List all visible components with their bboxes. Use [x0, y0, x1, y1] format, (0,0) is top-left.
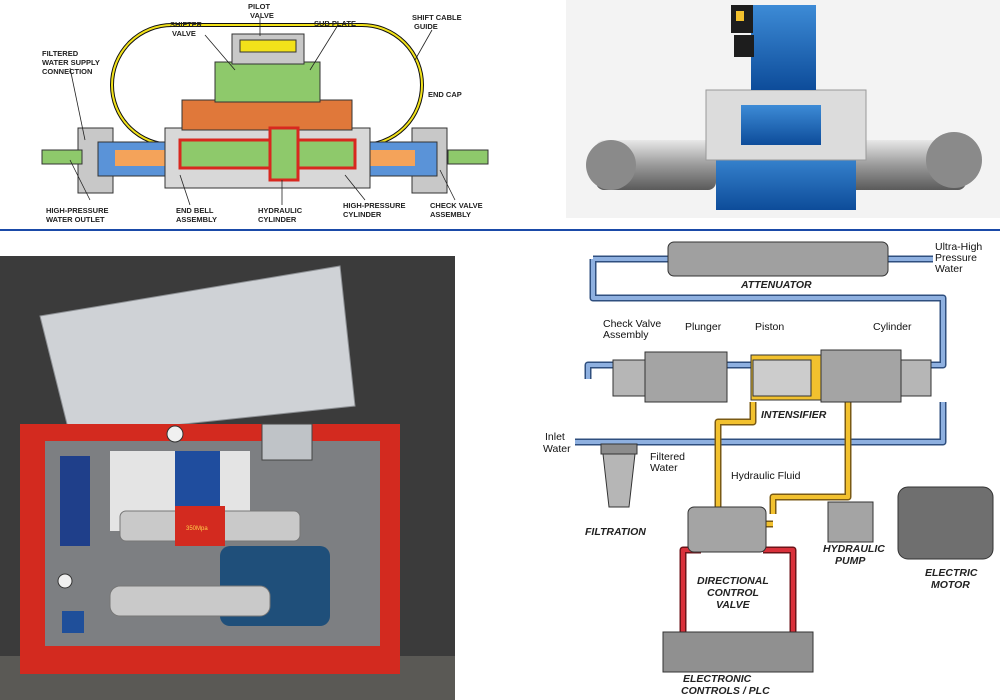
label-piston: Piston	[755, 321, 784, 333]
label-controls-2: CONTROLS / PLC	[681, 685, 770, 697]
label-hp-outlet-1: HIGH-PRESSURE	[46, 206, 109, 215]
label-filtered-1: FILTERED	[42, 49, 79, 58]
check-valve-right	[900, 359, 932, 397]
label-filtered-3: CONNECTION	[42, 67, 92, 76]
pressure-gauge	[166, 425, 184, 443]
filtration-cap	[600, 443, 638, 455]
cylinder-block	[820, 349, 902, 403]
flow-schematic-panel: ATTENUATOR Ultra-High Pressure Water Che…	[463, 232, 1000, 700]
end-cap-left	[586, 140, 636, 190]
label-filtered-2: WATER SUPPLY	[42, 58, 100, 67]
end-bell-assembly	[181, 99, 353, 131]
label-hydraulic-pump-2: PUMP	[835, 555, 866, 567]
piston	[752, 359, 812, 397]
label-electric-motor-1: ELECTRIC	[925, 567, 978, 579]
water-line	[575, 257, 945, 444]
solenoid-bottom	[734, 35, 754, 57]
label-dcv-2: CONTROL	[707, 587, 759, 599]
label-shifter-valve-1: SHIFTER	[170, 20, 203, 29]
label-end-bell-1: END BELL	[176, 206, 214, 215]
cutaway-diagram-panel: PILOT VALVE SHIFTER VALVE SUB PLATE SHIF…	[0, 0, 560, 228]
label-pilot-valve-1: PILOT	[248, 2, 271, 11]
label-check-valve-1: CHECK VALVE	[430, 201, 483, 210]
directional-control-valve	[687, 506, 767, 553]
label-check-valve-2: Assembly	[603, 329, 649, 341]
label-filtration: FILTRATION	[585, 526, 646, 538]
label-intensifier: INTENSIFIER	[761, 409, 827, 421]
label-check-valve-1: Check Valve	[603, 318, 661, 330]
label-plunger: Plunger	[685, 321, 722, 333]
label-sub-plate: SUB PLATE	[314, 19, 356, 28]
plunger-block	[644, 351, 728, 403]
electronic-controls-plc	[662, 631, 814, 673]
electric-motor	[897, 486, 994, 560]
attenuator	[109, 585, 271, 617]
label-shift-cable-2: GUIDE	[414, 22, 438, 31]
label-uhp-3: Water	[935, 263, 963, 275]
control-screen	[261, 423, 313, 461]
label-end-cap: END CAP	[428, 90, 462, 99]
label-uhp-1: Ultra-High	[935, 241, 982, 253]
check-valve-left	[612, 359, 646, 397]
label-filtered-1: Filtered	[650, 451, 685, 463]
label-cylinder: Cylinder	[873, 321, 912, 333]
label-end-bell-2: ASSEMBLY	[176, 215, 217, 224]
label-inlet-2: Water	[543, 443, 571, 455]
directional-valve	[741, 105, 821, 145]
label-hydraulic-cylinder-2: CYLINDER	[258, 215, 297, 224]
intensifier-photo	[566, 0, 1000, 218]
flow-schematic: ATTENUATOR Ultra-High Pressure Water Che…	[543, 241, 994, 697]
hp-plunger-left	[115, 150, 175, 166]
water-filter	[60, 456, 90, 546]
filtration-unit	[602, 453, 636, 508]
label-hydraulic-fluid: Hydraulic Fluid	[731, 470, 801, 482]
label-shift-cable-1: SHIFT CABLE	[412, 13, 462, 22]
label-check-valve-2: ASSEMBLY	[430, 210, 471, 219]
intensifier-photo-panel	[566, 0, 1000, 218]
label-shifter-valve-2: VALVE	[172, 29, 196, 38]
hydraulic-piston-chamber	[178, 138, 357, 170]
pilot-valve-spool	[239, 39, 297, 53]
label-pilot-valve-2: VALVE	[250, 11, 274, 20]
label-filtered-2: Water	[650, 462, 678, 474]
warning-sticker	[736, 11, 744, 21]
label-hydraulic-cylinder-1: HYDRAULIC	[258, 206, 303, 215]
inlet-gauge	[57, 573, 73, 589]
label-controls-1: ELECTRONIC	[683, 673, 752, 685]
hydraulic-pump	[827, 501, 874, 543]
waterjet-pump-photo-panel: 350Mpa	[0, 256, 455, 700]
label-inlet-1: Inlet	[545, 431, 565, 443]
hp-outlet-fitting-right	[447, 149, 489, 165]
sub-plate	[214, 61, 321, 103]
section-divider	[0, 229, 1000, 231]
pilot-valve	[751, 5, 816, 90]
attenuator	[667, 241, 889, 277]
label-dcv-3: VALVE	[716, 599, 751, 611]
label-dcv-1: DIRECTIONAL	[697, 575, 769, 587]
label-electric-motor-2: MOTOR	[931, 579, 970, 591]
open-lid	[39, 265, 356, 437]
label-hp-cylinder-2: CYLINDER	[343, 210, 382, 219]
waterjet-pump-photo: 350Mpa	[0, 256, 455, 700]
label-attenuator: ATTENUATOR	[740, 279, 812, 291]
valve-block	[175, 451, 220, 511]
end-cap-right	[926, 132, 982, 188]
hp-outlet-fitting-left	[41, 149, 83, 165]
cutaway-diagram: PILOT VALVE SHIFTER VALVE SUB PLATE SHIF…	[41, 2, 489, 224]
intensifier-center	[175, 506, 225, 546]
intensifier-pressure-label: 350Mpa	[186, 526, 208, 532]
booster-pump	[62, 611, 84, 633]
label-hp-cylinder-1: HIGH-PRESSURE	[343, 201, 406, 210]
label-hydraulic-pump-1: HYDRAULIC	[823, 543, 885, 555]
hydraulic-piston	[268, 126, 300, 182]
label-uhp-2: Pressure	[935, 252, 977, 264]
label-hp-outlet-2: WATER OUTLET	[46, 215, 105, 224]
